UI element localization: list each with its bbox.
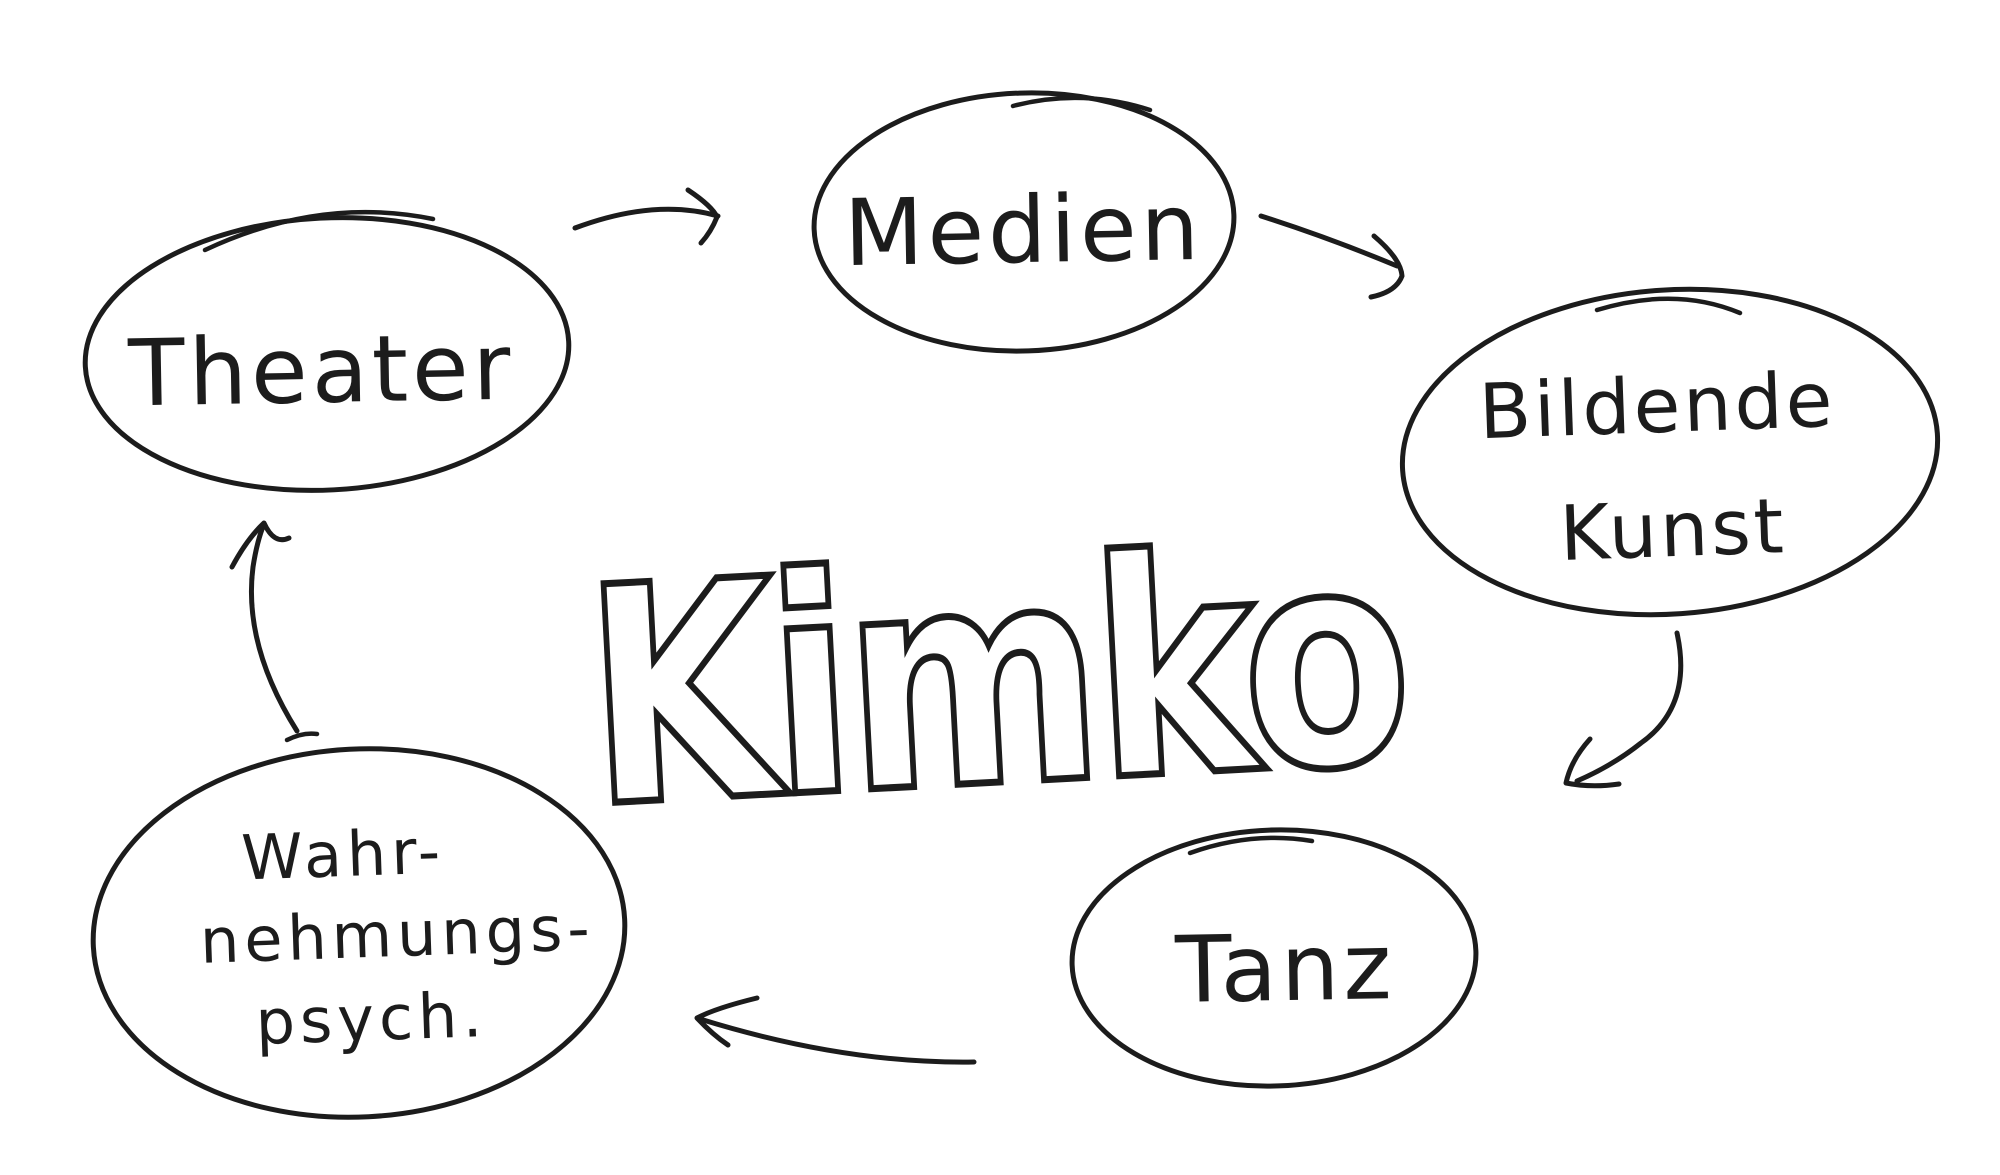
wahrnehmungspsych-to-theater-arrow-shaft xyxy=(248,521,300,734)
node-bildende-kunst: Bildende Kunst xyxy=(1399,286,1941,618)
node-tanz-overstroke xyxy=(1187,835,1315,856)
node-tanz: Tanz xyxy=(1069,827,1479,1089)
node-medien: Medien xyxy=(811,90,1237,354)
node-wahrnehmungspsych-label-line2: nehmungs- xyxy=(199,891,596,978)
node-theater-label: Theater xyxy=(127,314,516,428)
center-title: Kimko xyxy=(578,482,1412,874)
bildende-kunst-to-tanz-arrow-shaft xyxy=(1574,630,1684,784)
node-medien-overstroke xyxy=(1010,95,1153,113)
bildende-kunst-to-tanz-arrow xyxy=(1563,630,1684,789)
node-medien-ellipse xyxy=(811,90,1237,354)
node-wahrnehmungspsych: Wahr- nehmungs- psych. xyxy=(90,731,628,1120)
node-bildende-kunst-label-line2: Kunst xyxy=(1558,481,1788,578)
tanz-to-wahrnehmungspsych-arrow xyxy=(694,995,977,1065)
theater-to-medien-arrow xyxy=(572,187,721,246)
medien-to-bildende-kunst-arrow-shaft xyxy=(1258,213,1400,269)
node-bildende-kunst-label-line1: Bildende xyxy=(1477,355,1836,456)
node-wahrnehmungspsych-label-line3: psych. xyxy=(254,978,488,1059)
wahrnehmungspsych-to-theater-arrow xyxy=(229,520,300,734)
node-tanz-label: Tanz xyxy=(1174,913,1397,1024)
node-theater-ellipse xyxy=(82,215,572,493)
node-wahrnehmungspsych-label-line1: Wahr- xyxy=(240,814,446,894)
theater-to-medien-arrow-shaft xyxy=(572,206,721,231)
node-bildende-kunst-ellipse xyxy=(1399,286,1941,618)
tanz-to-wahrnehmungspsych-arrowhead-icon xyxy=(694,995,760,1048)
node-medien-label: Medien xyxy=(843,174,1204,287)
node-theater: Theater xyxy=(82,209,572,493)
wahrnehmungspsych-to-theater-arrowhead-icon xyxy=(229,520,292,570)
tanz-to-wahrnehmungspsych-arrow-shaft xyxy=(697,1016,977,1065)
node-theater-overstroke xyxy=(202,209,436,253)
theater-to-medien-arrowhead-icon xyxy=(685,187,720,246)
medien-to-bildende-kunst-arrowhead-icon xyxy=(1368,233,1405,300)
node-wahrnehmungspsych-overstroke xyxy=(284,731,320,743)
bildende-kunst-to-tanz-arrowhead-icon xyxy=(1563,736,1622,789)
node-bildende-kunst-overstroke xyxy=(1594,296,1743,316)
node-tanz-ellipse xyxy=(1069,827,1479,1089)
medien-to-bildende-kunst-arrow xyxy=(1258,213,1405,300)
node-wahrnehmungspsych-ellipse xyxy=(90,746,628,1120)
